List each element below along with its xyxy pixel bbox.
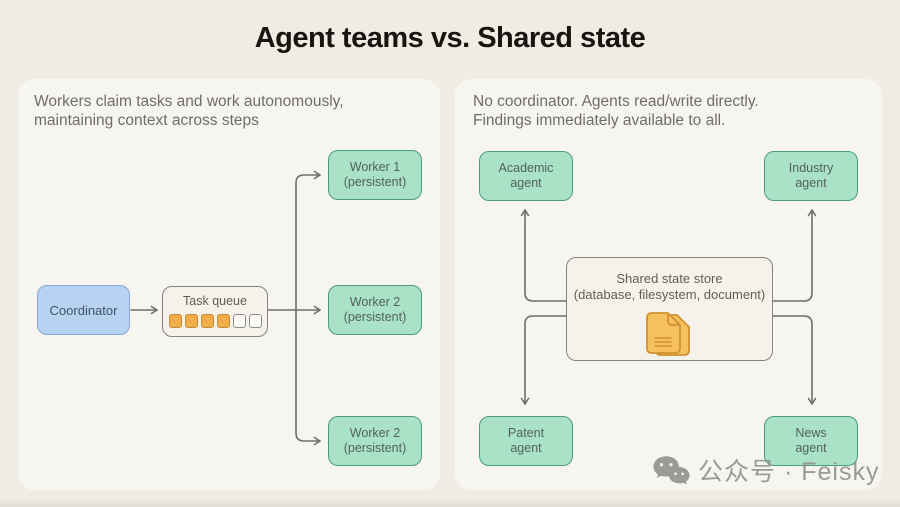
description-line: Workers claim tasks and work autonomousl… [34, 93, 344, 110]
node-label: Patent [507, 426, 545, 440]
news-agent-box: News agent [764, 416, 858, 466]
node-label: Industry [788, 161, 834, 175]
queue-slot-filled [216, 314, 230, 328]
bottom-shade [0, 498, 900, 507]
watermark: 公众号 · Feisky [652, 452, 879, 488]
node-label: Worker 1 [349, 160, 401, 174]
worker-1-box: Worker 1 (persistent) [328, 150, 422, 200]
node-label: agent [510, 176, 542, 190]
description-line: Findings immediately available to all. [473, 112, 726, 129]
queue-slot-empty [232, 314, 246, 328]
shared-state-store-box: Shared state store (database, filesystem… [566, 257, 773, 361]
patent-agent-box: Patent agent [479, 416, 573, 466]
coordinator-label: Coordinator [49, 302, 118, 318]
node-label: (persistent) [343, 310, 407, 324]
agent-teams-description: Workers claim tasks and work autonomousl… [34, 92, 344, 130]
task-queue-box: Task queue [162, 286, 268, 337]
watermark-text: 公众号 · Feisky [698, 458, 880, 486]
node-label: Academic [498, 161, 554, 175]
shared-state-description: No coordinator. Agents read/write direct… [473, 92, 759, 130]
academic-agent-box: Academic agent [479, 151, 573, 201]
node-label: (persistent) [343, 441, 407, 455]
node-label: agent [510, 441, 542, 455]
task-queue-label: Task queue [183, 294, 247, 308]
worker-3-box: Worker 2 (persistent) [328, 416, 422, 466]
node-label: News [795, 426, 827, 440]
description-line: No coordinator. Agents read/write direct… [473, 93, 759, 110]
node-label: agent [795, 176, 827, 190]
queue-slot-empty [248, 314, 262, 328]
node-label: agent [795, 441, 827, 455]
worker-2-box: Worker 2 (persistent) [328, 285, 422, 335]
store-title: Shared state store [616, 271, 723, 286]
node-label: Worker 2 [349, 426, 401, 440]
store-subtitle: (database, filesystem, document) [573, 287, 766, 302]
queue-slot-filled [168, 314, 182, 328]
wechat-icon [653, 455, 690, 485]
queue-slot-filled [184, 314, 198, 328]
coordinator-box: Coordinator [37, 285, 130, 335]
description-line: maintaining context across steps [34, 112, 259, 129]
page-title: Agent teams vs. Shared state [254, 22, 646, 54]
node-label: Worker 2 [349, 295, 401, 309]
queue-slots [168, 314, 262, 328]
node-label: (persistent) [343, 175, 407, 189]
documents-icon [645, 312, 690, 356]
queue-slot-filled [200, 314, 214, 328]
industry-agent-box: Industry agent [764, 151, 858, 201]
